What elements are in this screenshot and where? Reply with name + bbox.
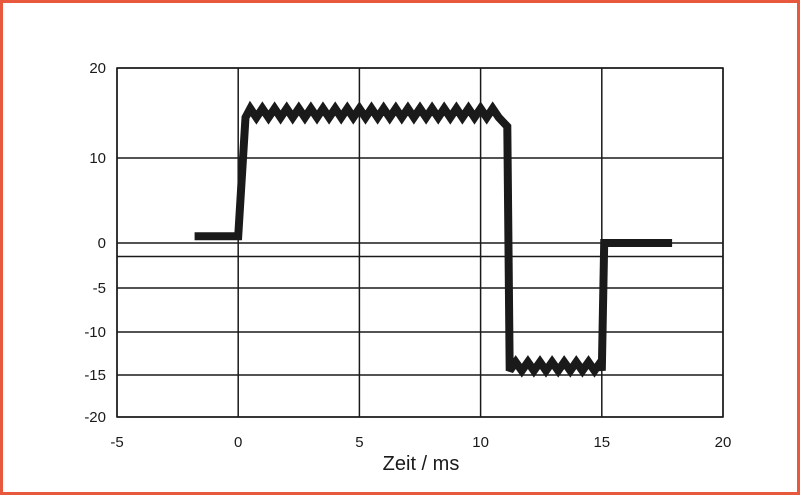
y-tick-label: -5 (93, 280, 106, 297)
y-tick-label: 20 (89, 60, 106, 77)
y-tick-label: -20 (84, 409, 106, 426)
y-tick-label: 10 (89, 150, 106, 167)
x-tick-label: 5 (355, 434, 363, 451)
x-tick-label: 15 (593, 434, 610, 451)
x-tick-label: 10 (472, 434, 489, 451)
y-tick-label: -10 (84, 324, 106, 341)
series-line (194, 100, 673, 378)
x-tick-label: 0 (234, 434, 242, 451)
x-tick-label: -5 (110, 434, 123, 451)
tick-labels: -5 0 5 10 15 20 20 10 0 -5 -10 -15 -20 (84, 60, 731, 451)
series-layer (194, 100, 673, 378)
y-tick-label: 0 (98, 235, 106, 252)
y-tick-label: -15 (84, 367, 106, 384)
x-tick-label: 20 (715, 434, 732, 451)
x-axis-title: Zeit / ms (383, 453, 460, 475)
